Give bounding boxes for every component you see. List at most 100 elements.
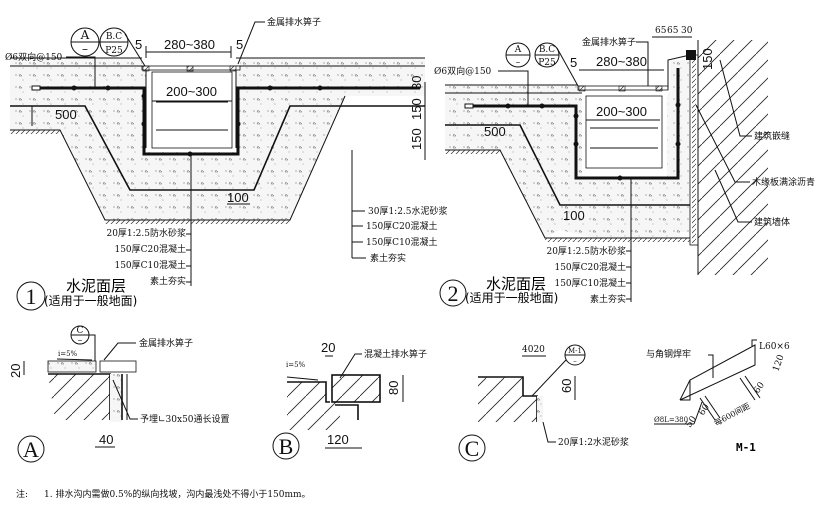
callout-bc: B.C P25 [99, 27, 146, 67]
svg-text:P25: P25 [105, 46, 123, 56]
m1-title: M-1 [736, 441, 756, 454]
svg-text:60: 60 [752, 380, 767, 395]
detail-label-badge [17, 435, 45, 463]
dim-slope: 500 [484, 124, 506, 139]
grate-label: 金属排水箅子 [267, 16, 321, 28]
dim-top: 4020 [522, 345, 545, 355]
svg-text:B.C: B.C [539, 45, 555, 55]
svg-text:C: C [77, 326, 84, 336]
svg-text:–: – [82, 42, 88, 56]
embed-label: 予埋∟30x50通长设置 [140, 413, 230, 425]
svg-text:30厚1:2.5水泥砂浆: 30厚1:2.5水泥砂浆 [368, 205, 448, 217]
svg-text:150厚C10混凝土: 150厚C10混凝土 [554, 277, 626, 289]
concrete-grate [331, 374, 381, 403]
dim-slope: 500 [55, 107, 77, 122]
dim-top-width: 280~380 [596, 54, 647, 69]
svg-text:A: A [80, 28, 90, 42]
dim-height: 120 [771, 353, 786, 373]
svg-text:5: 5 [236, 37, 243, 52]
rebar-label: Ø6双向@150 [5, 51, 63, 63]
svg-text:–: – [573, 357, 577, 365]
slope-label: i=5% [286, 361, 306, 369]
notes-prefix: 注: [16, 488, 28, 500]
dim-top-width: 280~380 [164, 37, 215, 52]
rebar-label: Ø6双向@150 [434, 65, 492, 77]
grate-label: 金属排水箅子 [582, 36, 636, 48]
svg-text:–: – [78, 336, 83, 346]
svg-text:65: 65 [655, 26, 667, 36]
svg-text:5: 5 [135, 37, 142, 52]
svg-text:素土夯实: 素土夯实 [150, 275, 186, 287]
detail-label-badge [458, 434, 486, 462]
svg-text:A: A [514, 45, 522, 55]
svg-text:B: B [279, 434, 294, 459]
svg-text:30: 30 [409, 76, 424, 90]
svg-text:P25: P25 [538, 58, 556, 68]
building-wall [698, 40, 768, 275]
notes: 注: 1. 排水沟内需做0.5%的纵向找坡，沟内最浅处不得小于150mm。 [16, 488, 311, 500]
svg-text:150厚C10混凝土: 150厚C10混凝土 [114, 259, 186, 271]
slope-label: i=5% [58, 350, 78, 358]
callout-a: A – [70, 27, 100, 57]
svg-text:65: 65 [667, 26, 679, 36]
svg-text:–: – [516, 58, 521, 68]
detail-1-section: Ø6双向@150 A – B.C P25 5 5 280~380 200~300… [5, 16, 448, 311]
dim-inner-width: 200~300 [596, 104, 647, 119]
svg-text:素土夯实: 素土夯实 [370, 252, 406, 264]
detail-title: 水泥面层 [486, 275, 546, 293]
detail-label-badge [272, 432, 300, 460]
svg-text:150厚C20混凝土: 150厚C20混凝土 [114, 243, 186, 255]
svg-text:C: C [465, 436, 480, 461]
svg-text:150厚C20混凝土: 150厚C20混凝土 [366, 220, 438, 232]
svg-text:B.C: B.C [106, 32, 122, 42]
svg-text:A: A [23, 437, 39, 462]
wall-labels: 建筑嵌缝 木缘板满涂沥青 建筑墙体 [695, 59, 815, 228]
dim-wall-height: 150 [700, 48, 715, 70]
svg-text:150: 150 [409, 128, 424, 150]
detail-m1: 与角钢焊牢 L60×6 120 Ø8L=380 50 60 60 每600间距 … [646, 339, 790, 454]
svg-text:1: 1 [26, 284, 37, 309]
rebar-line [465, 68, 680, 180]
dim-top-segments: 65 65 30 [652, 26, 693, 38]
svg-text:150厚C10混凝土: 150厚C10混凝土 [366, 236, 438, 248]
detail-a: C – i=5% 金属排水箅子 予埋∟30x50通长设置 20 40 A [8, 325, 230, 463]
grate-label: 金属排水箅子 [139, 337, 193, 349]
svg-text:建筑嵌缝: 建筑嵌缝 [754, 130, 790, 142]
dim-width: 120 [327, 432, 349, 447]
detail-c: 4020 M-1 – 60 20厚1:2水泥砂浆 C [458, 344, 629, 462]
svg-text:20厚1:2.5防水砂浆: 20厚1:2.5防水砂浆 [106, 227, 186, 239]
weld-label: 与角钢焊牢 [646, 348, 691, 360]
mortar-label: 20厚1:2水泥砂浆 [558, 436, 629, 448]
grate-label: 混凝土排水箅子 [364, 348, 427, 360]
dim-height: 80 [386, 381, 401, 395]
svg-text:20厚1:2.5防水砂浆: 20厚1:2.5防水砂浆 [546, 245, 626, 257]
layer-legend: 20厚1:2.5防水砂浆 150厚C20混凝土 150厚C10混凝土 素土夯实 [546, 178, 632, 305]
detail-subtitle: (适用于一般地面) [44, 293, 137, 308]
svg-text:木缘板满涂沥青: 木缘板满涂沥青 [752, 176, 815, 188]
drain-channel [151, 71, 233, 149]
svg-text:60: 60 [697, 402, 712, 417]
detail-subtitle: (适用于一般地面) [465, 290, 558, 305]
dim-thickness: 20 [8, 364, 23, 378]
layer-legend-bottom: 20厚1:2.5防水砂浆 150厚C20混凝土 150厚C10混凝土 素土夯实 [106, 154, 192, 287]
svg-text:2: 2 [448, 281, 459, 306]
svg-text:30: 30 [681, 26, 693, 36]
drain-channel [585, 95, 663, 169]
spacing-label: 每600间距 [712, 400, 751, 427]
layer-legend-top: 30厚1:2.5水泥砂浆 150厚C20混凝土 150厚C10混凝土 素土夯实 [351, 150, 448, 264]
callout-bc: B.C P25 [534, 42, 579, 87]
bar-label: Ø8L=380 [654, 416, 688, 424]
drain-grate [99, 360, 137, 373]
sealant [686, 50, 696, 60]
dim-left-heights: 30 150 150 [409, 76, 426, 160]
note-item: 1. 排水沟内需做0.5%的纵向找坡，沟内最浅处不得小于150mm。 [44, 488, 311, 500]
dim-inner-width: 200~300 [166, 84, 217, 99]
detail-title: 水泥面层 [66, 277, 126, 295]
detail-number-badge [439, 279, 467, 307]
dim-width: 40 [99, 432, 113, 447]
svg-text:M-1: M-1 [568, 347, 582, 355]
dim-gap: 20 [321, 340, 335, 355]
dim-bottom: 100 [563, 208, 585, 223]
detail-2-section: Ø6双向@150 A – B.C P25 5 280~380 200~300 金… [409, 26, 815, 307]
